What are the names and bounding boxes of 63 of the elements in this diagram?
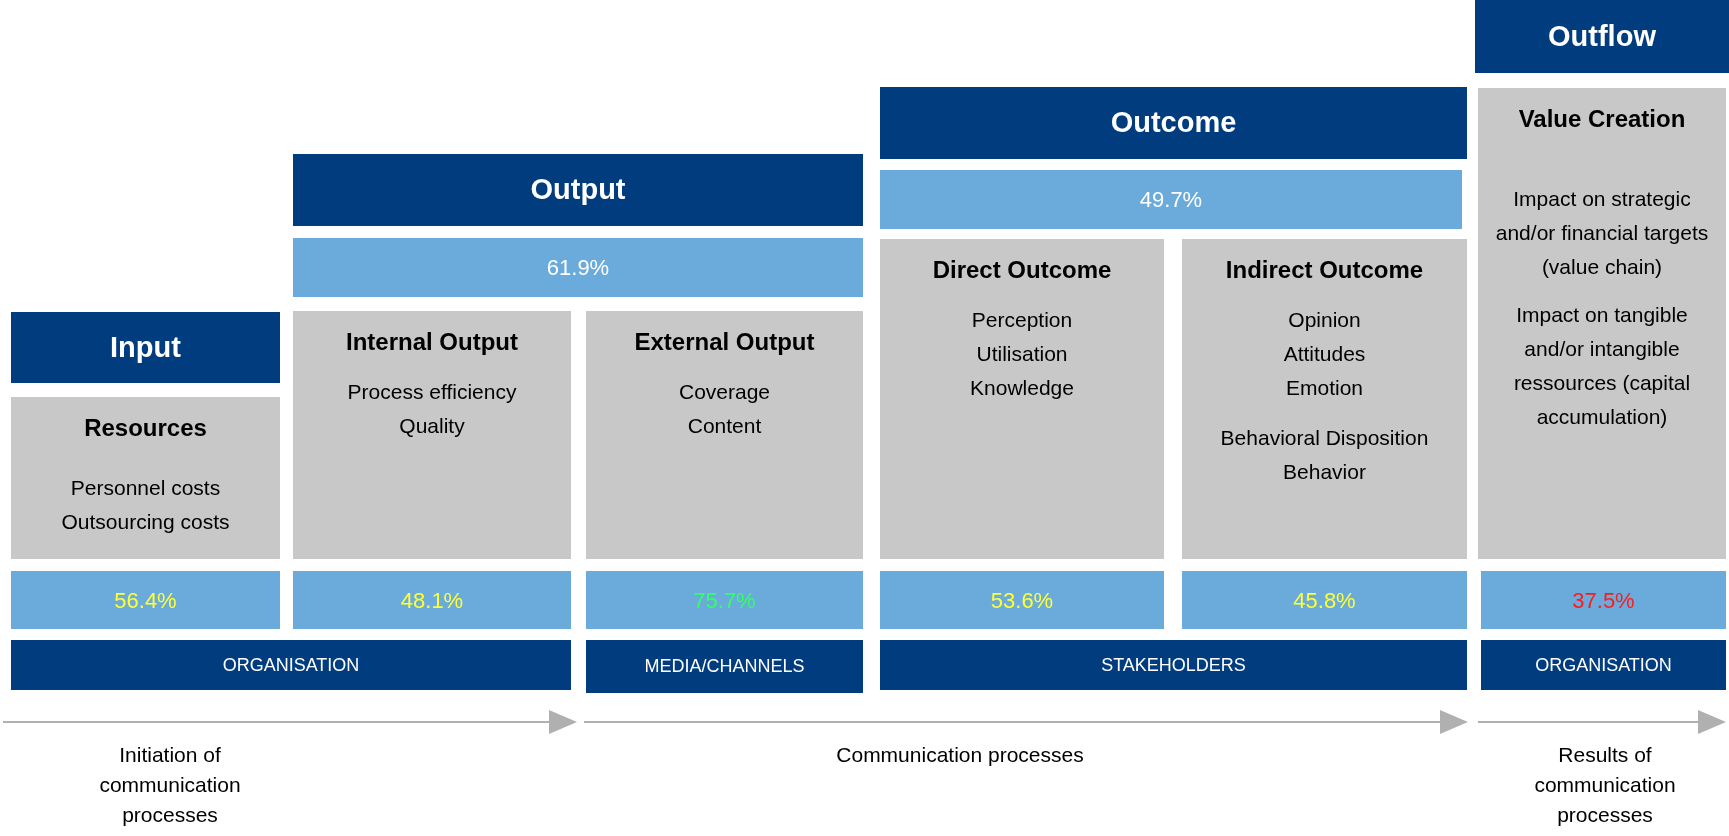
- box-heading: Direct Outcome: [931, 255, 1113, 285]
- percentage-bar: [1481, 571, 1726, 629]
- bar-text: STAKEHOLDERS: [1100, 653, 1247, 677]
- percentage-bar: [880, 571, 1164, 629]
- bar-text: ORGANISATION: [221, 653, 361, 677]
- bar-text: 61.9%: [545, 254, 611, 282]
- box-text: Behavioral Disposition: [1219, 425, 1430, 451]
- box-text: Attitudes: [1282, 341, 1367, 367]
- box-text: Perception: [970, 307, 1074, 333]
- header-bar: [293, 154, 863, 226]
- box-text: Personnel costs: [69, 475, 222, 501]
- percentage-bar: [586, 571, 863, 629]
- percentage-bar: [293, 571, 571, 629]
- bar-text: 37.5%: [1571, 586, 1636, 615]
- percentage-bar: [293, 238, 863, 297]
- target-bar: [586, 640, 863, 693]
- box-heading: External Output: [633, 327, 816, 357]
- stage-label: Communication processes: [835, 742, 1085, 768]
- header-bar: [11, 312, 280, 383]
- target-bar: [880, 640, 1467, 690]
- bar-text: Output: [529, 172, 627, 208]
- box-heading: Indirect Outcome: [1224, 255, 1425, 285]
- bar-text: 75.7%: [692, 586, 757, 615]
- bar-text: MEDIA/CHANNELS: [643, 655, 806, 678]
- box-text: Impact on strategic and/or financial targets (value chain): [1494, 186, 1710, 280]
- target-bar: [11, 640, 571, 690]
- content-box: [880, 239, 1164, 559]
- box-text: Behavior: [1282, 459, 1367, 485]
- stage-label: Initiation of communication processes: [98, 742, 242, 828]
- percentage-bar: [1182, 571, 1467, 629]
- content-box: [1182, 239, 1467, 559]
- box-text: Outsourcing costs: [60, 509, 231, 535]
- content-box: [11, 397, 280, 559]
- box-heading: Internal Output: [345, 327, 519, 357]
- bar-text: 53.6%: [989, 586, 1055, 615]
- bar-text: Outflow: [1547, 18, 1657, 54]
- box-text: Impact on tangible and/or intangible ressources (capital accumulation): [1512, 302, 1692, 430]
- content-box: [586, 311, 863, 559]
- percentage-bar: [11, 571, 280, 629]
- target-bar: [1481, 640, 1726, 690]
- bar-text: 48.1%: [399, 586, 465, 615]
- content-box: [293, 311, 571, 559]
- content-box: [1478, 88, 1726, 559]
- header-bar: [1475, 0, 1729, 73]
- box-text: Utilisation: [975, 341, 1069, 367]
- box-text: Content: [686, 413, 763, 439]
- box-text: Process efficiency: [346, 379, 518, 405]
- bar-text: 45.8%: [1292, 586, 1357, 615]
- box-heading: Value Creation: [1517, 104, 1687, 134]
- percentage-bar: [880, 170, 1462, 229]
- box-text: Emotion: [1284, 375, 1364, 401]
- box-text: Coverage: [677, 379, 772, 405]
- stage-label: Results of communication processes: [1533, 742, 1677, 828]
- bar-text: Outcome: [1109, 105, 1238, 141]
- bar-text: Input: [109, 329, 182, 365]
- bar-text: 56.4%: [113, 586, 178, 615]
- header-bar: [880, 87, 1467, 159]
- box-text: Knowledge: [969, 375, 1075, 401]
- bar-text: 49.7%: [1138, 186, 1204, 214]
- bar-text: ORGANISATION: [1534, 653, 1673, 677]
- box-text: Opinion: [1287, 307, 1362, 333]
- box-heading: Resources: [83, 413, 208, 443]
- box-text: Quality: [398, 413, 466, 439]
